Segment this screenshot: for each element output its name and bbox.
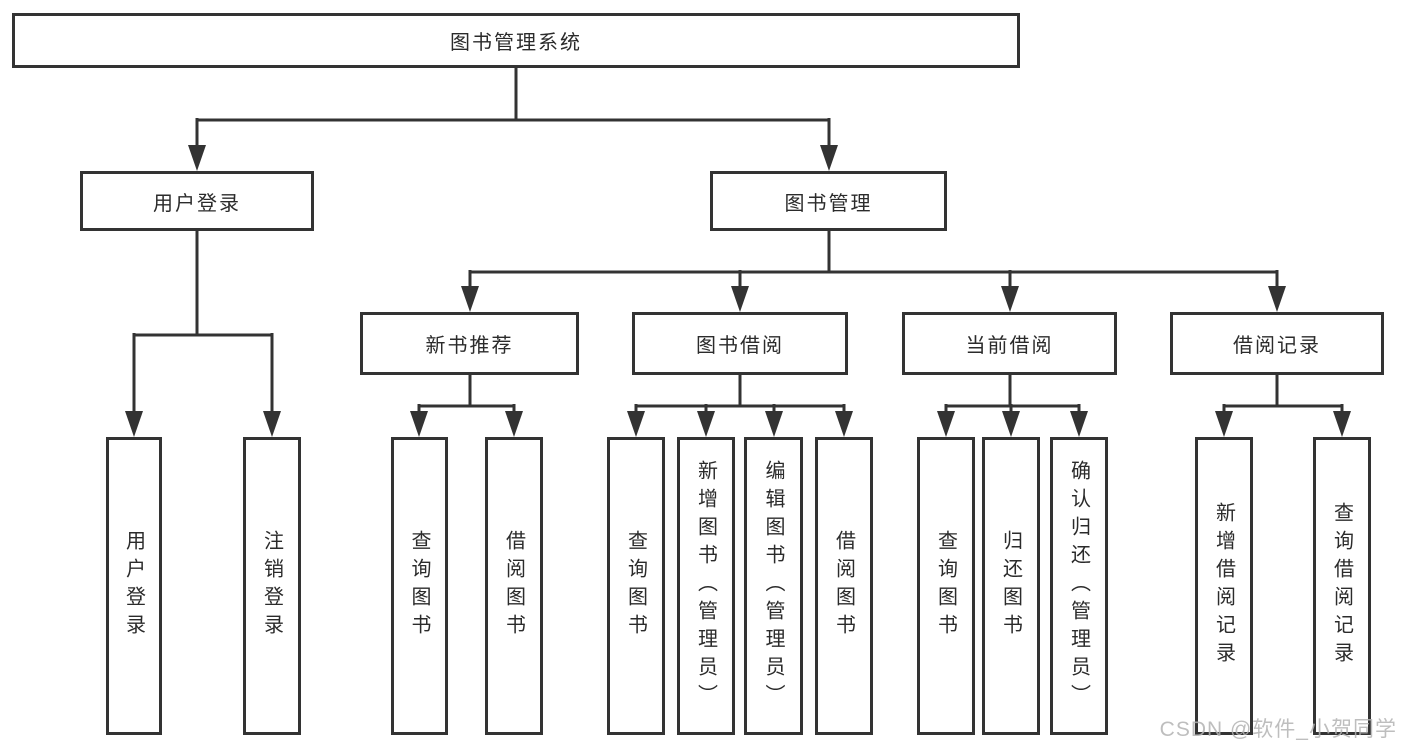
node-borrowing-records: 借阅记录 xyxy=(1170,312,1384,375)
leaf-logout: 注销登录 xyxy=(243,437,301,735)
csdn-watermark: CSDN @软件_小贺同学 xyxy=(1159,718,1397,741)
leaf-query-books-current: 查询图书 xyxy=(917,437,975,735)
node-book-management: 图书管理 xyxy=(710,171,947,231)
leaf-edit-books-admin: 编辑图书（管理员） xyxy=(744,437,803,735)
leaf-add-borrow-record: 新增借阅记录 xyxy=(1195,437,1253,735)
leaf-query-books-recommend: 查询图书 xyxy=(391,437,448,735)
node-library-system: 图书管理系统 xyxy=(12,13,1020,68)
node-current-borrowing: 当前借阅 xyxy=(902,312,1117,375)
leaf-add-books-admin: 新增图书（管理员） xyxy=(677,437,735,735)
node-new-book-recommendation: 新书推荐 xyxy=(360,312,579,375)
leaf-return-books: 归还图书 xyxy=(982,437,1040,735)
leaf-borrow-books-borrowing: 借阅图书 xyxy=(815,437,873,735)
node-user-login: 用户登录 xyxy=(80,171,314,231)
leaf-query-borrow-record: 查询借阅记录 xyxy=(1313,437,1371,735)
leaf-user-login: 用户登录 xyxy=(106,437,162,735)
leaf-borrow-books-recommend: 借阅图书 xyxy=(485,437,543,735)
leaf-query-books-borrowing: 查询图书 xyxy=(607,437,665,735)
leaf-confirm-return-admin: 确认归还（管理员） xyxy=(1050,437,1108,735)
node-book-borrowing: 图书借阅 xyxy=(632,312,848,375)
